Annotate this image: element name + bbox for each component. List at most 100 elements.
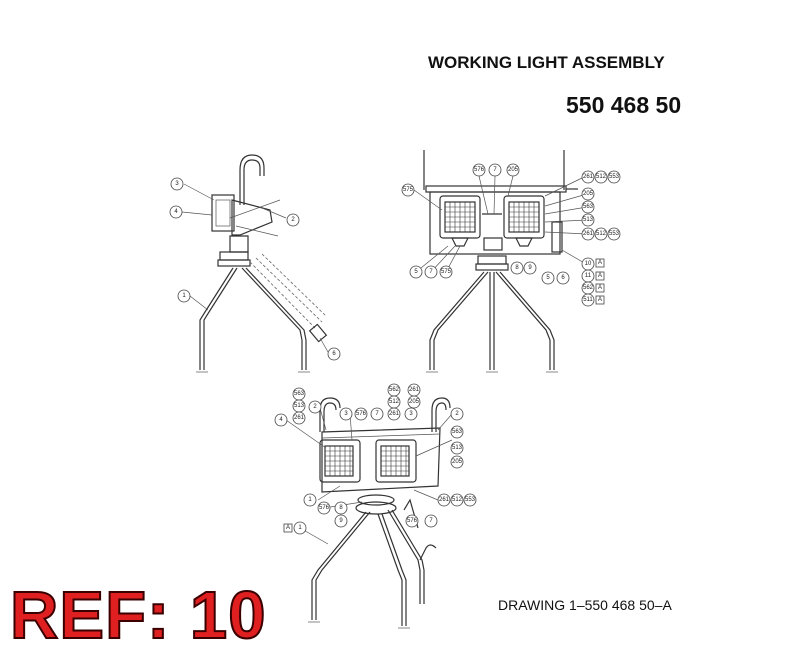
callout-label: 8 [515, 265, 519, 271]
callout-bubble: 511 [581, 293, 595, 307]
callout-bubble: 512 [450, 493, 464, 507]
callout-label: 563 [294, 391, 305, 397]
callout-bubble: 8 [334, 501, 348, 515]
front-view: 575 576 7 205 261 512 553 205 563 513 26… [401, 150, 621, 373]
callout-bubble: 513 [581, 213, 595, 227]
callout-label: 553 [609, 174, 620, 180]
callout-bubble: 576 [317, 501, 331, 515]
callout-label: 11 [585, 273, 592, 279]
callout-label: 553 [465, 497, 476, 503]
callout-bubble: 562 [387, 383, 401, 397]
callout-label: 576 [319, 505, 330, 511]
callout-label: 512 [452, 497, 463, 503]
callout-bubble: 261 [387, 407, 401, 421]
boxed-letter: A [595, 271, 605, 281]
callout-bubble: 576 [354, 407, 368, 421]
callout-label: 9 [339, 518, 343, 524]
boxed-letter-label: A [598, 260, 602, 266]
ref-label: REF: 10 [9, 578, 267, 653]
callout-bubble: 512 [594, 227, 608, 241]
callout-label: 1 [182, 293, 186, 299]
callout-label: 7 [429, 269, 433, 275]
callout-label: 1 [298, 525, 302, 531]
callout-bubble: 4 [169, 205, 183, 219]
callout-bubble: 512 [387, 395, 401, 409]
callout-bubble: 3 [404, 407, 418, 421]
callout-label: 205 [583, 191, 594, 197]
callout-bubble: 553 [607, 170, 621, 184]
callout-bubble: 563 [450, 425, 464, 439]
callout-label: 512 [596, 231, 607, 237]
callout-label: 5 [546, 275, 550, 281]
callout-bubble: 7 [370, 407, 384, 421]
callout-label: 513 [452, 445, 463, 451]
boxed-letter: A [595, 295, 605, 305]
boxed-letter-label: A [598, 297, 602, 303]
callout-label: 4 [279, 417, 283, 423]
callout-bubble: 575 [439, 265, 453, 279]
callout-label: 513 [583, 217, 594, 223]
callout-bubble: 9 [523, 261, 537, 275]
callout-label: 2 [313, 404, 317, 410]
callout-bubble: 6 [556, 271, 570, 285]
callout-label: 261 [389, 411, 400, 417]
callout-label: 3 [344, 411, 348, 417]
callout-label: 512 [596, 174, 607, 180]
callout-bubble: 11 [581, 269, 595, 283]
callout-bubble: 7 [424, 514, 438, 528]
boxed-letter-label: A [598, 273, 602, 279]
callout-bubble: 1 [303, 493, 317, 507]
callout-label: 7 [375, 411, 379, 417]
callout-bubble: 205 [450, 455, 464, 469]
callout-label: 511 [583, 297, 593, 303]
callout-label: 1 [308, 497, 312, 503]
callout-bubble: 576 [472, 163, 486, 177]
callout-bubble: 3 [339, 407, 353, 421]
callout-label: 562 [583, 285, 594, 291]
callout-label: 261 [294, 415, 305, 421]
callout-bubble: 2 [450, 407, 464, 421]
callout-bubble: 205 [581, 187, 595, 201]
callout-bubble: 6 [327, 347, 341, 361]
callout-bubble: 7 [424, 265, 438, 279]
callout-label: 261 [583, 174, 594, 180]
drawing-number: DRAWING 1–550 468 50–A [498, 597, 672, 613]
callout-label: 512 [389, 399, 400, 405]
callout-label: 2 [291, 217, 295, 223]
callout-bubble: 205 [407, 395, 421, 409]
callout-bubble: 10 [581, 257, 595, 271]
callout-bubble: 5 [541, 271, 555, 285]
callout-bubble: 205 [506, 163, 520, 177]
callout-bubble: 513 [292, 399, 306, 413]
callout-bubble: 9 [334, 514, 348, 528]
callout-label: 575 [441, 269, 452, 275]
callout-label: 4 [174, 209, 178, 215]
callout-bubble: 1 [177, 289, 191, 303]
callout-bubble: 553 [607, 227, 621, 241]
callout-label: 576 [407, 518, 418, 524]
callout-label: 513 [294, 403, 305, 409]
callout-bubble: 5 [409, 265, 423, 279]
boxed-letter: A [283, 523, 293, 533]
callout-bubble: 2 [286, 213, 300, 227]
callout-label: 205 [409, 399, 420, 405]
callout-bubble: 4 [274, 413, 288, 427]
callout-label: 9 [528, 265, 532, 271]
callout-label: 7 [429, 518, 433, 524]
side-view: 3 4 2 1 6 [169, 154, 341, 373]
callout-bubble: 261 [437, 493, 451, 507]
callout-label: 261 [439, 497, 450, 503]
callout-label: 563 [452, 429, 463, 435]
callout-bubble: 261 [581, 227, 595, 241]
callout-bubble: 2 [308, 400, 322, 414]
callout-label: 261 [583, 231, 594, 237]
callout-label: 553 [609, 231, 620, 237]
callout-label: 562 [389, 387, 400, 393]
part-number: 550 468 50 [566, 92, 682, 118]
callout-label: 576 [356, 411, 367, 417]
callout-label: 261 [409, 387, 420, 393]
callout-bubble: 513 [450, 441, 464, 455]
callout-label: 2 [455, 411, 459, 417]
callout-bubble: 575 [401, 183, 415, 197]
